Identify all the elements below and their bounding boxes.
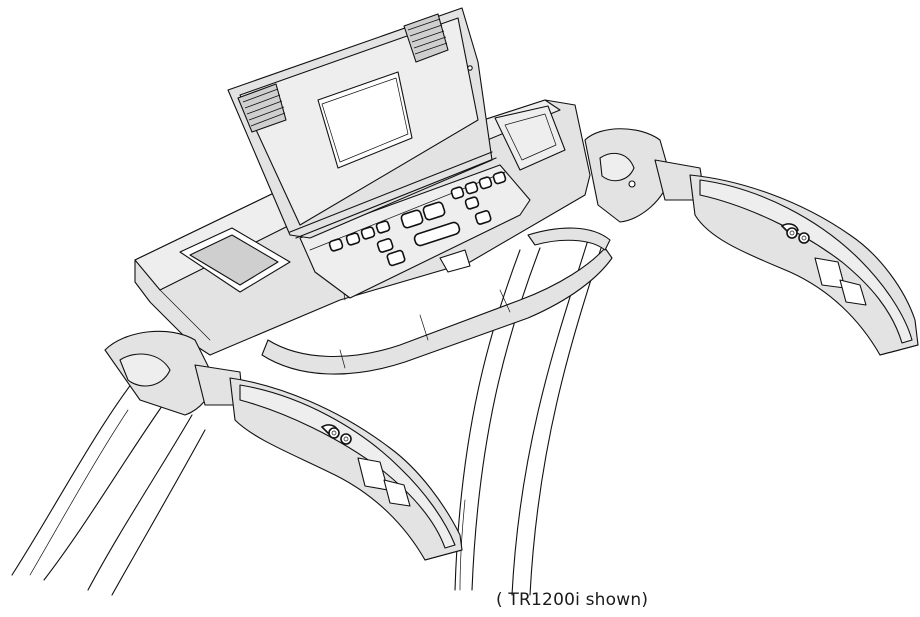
display-window (317, 71, 413, 169)
keypad-button[interactable] (464, 181, 479, 195)
speaker-grill-right (403, 13, 449, 63)
keypad-button[interactable] (375, 220, 391, 234)
right-upright-rail (454, 239, 603, 596)
left-handle-arm (104, 330, 463, 561)
right-handle-arm (584, 128, 919, 356)
left-upright-rail (11, 359, 206, 596)
keypad-button[interactable] (376, 238, 394, 253)
safety-key-tab (439, 249, 471, 273)
keypad-button[interactable] (474, 210, 492, 225)
right-handle-grip (689, 174, 919, 356)
front-handlebar (261, 227, 613, 375)
keypad-button[interactable] (345, 232, 361, 246)
tablet-holder (227, 7, 497, 239)
left-handle-grip (229, 377, 463, 561)
keypad-button[interactable] (413, 221, 461, 247)
keypad-panel (299, 164, 531, 299)
figure-caption: ( TR1200i shown) (496, 590, 649, 610)
keypad-button[interactable] (422, 201, 446, 221)
keypad-button[interactable] (328, 238, 344, 252)
keypad-button[interactable] (360, 226, 376, 240)
keypad-button[interactable] (492, 171, 507, 185)
keypad-button[interactable] (478, 176, 493, 190)
keypad-button[interactable] (464, 196, 480, 210)
keypad-button[interactable] (386, 249, 406, 267)
keypad-button[interactable] (450, 186, 465, 200)
keypad-button[interactable] (400, 209, 424, 229)
speaker-grill-left (237, 83, 287, 133)
